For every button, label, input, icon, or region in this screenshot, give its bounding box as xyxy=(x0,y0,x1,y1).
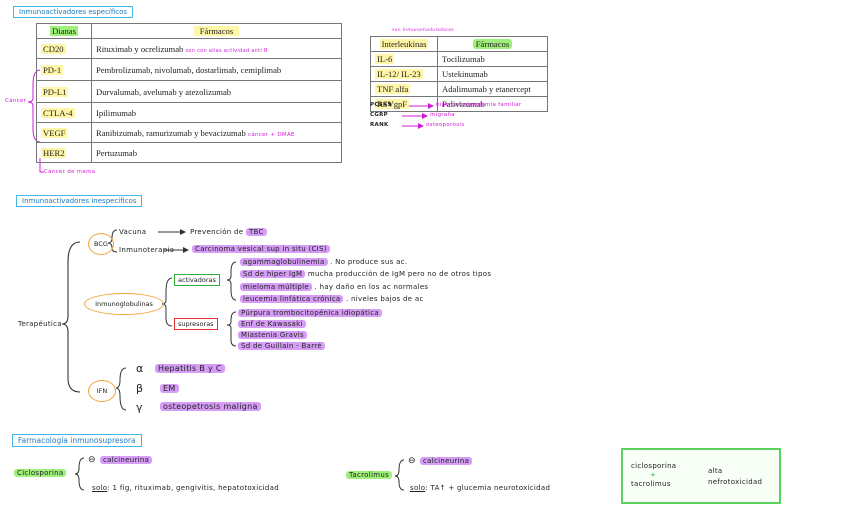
combo-top: ciclosporina xyxy=(631,462,677,470)
rank-target: osteoporosis xyxy=(426,122,465,128)
pcsk9-label: PCSK9 xyxy=(370,102,392,108)
ifn-beta-use: EM xyxy=(160,384,179,393)
bcg-vaccine: Vacuna xyxy=(119,228,147,236)
tacrolimus-target: calcineurina xyxy=(420,457,473,465)
specific-targets-table: Dianas Fármacos CD20 Rituximab y ocreliz… xyxy=(36,23,342,163)
breast-cancer-note: Cáncer de mama xyxy=(44,169,96,175)
tacrolimus-label: Tacrolimus xyxy=(346,471,393,479)
table-header: Dianas xyxy=(36,23,92,39)
therapeutic-root: Terapéutica xyxy=(18,320,62,328)
pcsk9-target: hipercolesterolemia familiar xyxy=(436,102,522,108)
cgrp-target: migraña xyxy=(430,112,455,118)
table-row: PD-1 Pembrolizumab, nivolumab, dostarlim… xyxy=(36,58,342,81)
table-row: CD20 Rituximab y ocrelizumab son con ali… xyxy=(36,38,342,59)
ifn-oval: IFN xyxy=(88,380,116,402)
immunomodulators-note: son Inmunomoduladores xyxy=(392,28,455,33)
inhibit-icon: ⊖ xyxy=(88,455,96,465)
cancer-side-note: Cáncer xyxy=(5,98,27,104)
combo-bottom: tacrolimus xyxy=(631,480,671,488)
nephrotoxicity-label: alta nefrotoxicidad xyxy=(708,467,763,486)
gamma-symbol: γ xyxy=(136,401,143,414)
nephrotoxicity-box xyxy=(621,448,781,504)
bcg-vaccine-target: Prevención de TBC xyxy=(190,228,267,236)
rank-label: RANK xyxy=(370,122,389,128)
ciclosporina-label: Ciclosporina xyxy=(14,469,67,477)
activadora-item: leucemia linfática crónica . niveles baj… xyxy=(240,295,424,303)
activadora-item: Sd de hiper IgM mucha producción de IgM … xyxy=(240,270,491,278)
immunoglobulins-oval: Inmunoglobulinas xyxy=(84,293,164,315)
ciclosporina-target: calcineurina xyxy=(100,456,153,464)
supresora-item: Sd de Guillain - Barré xyxy=(238,342,325,350)
section-title-immunosuppressive: Farmacología inmunosupresora xyxy=(12,434,142,447)
table-header: Fármacos xyxy=(91,23,342,39)
cgrp-label: CGRP xyxy=(370,112,389,118)
activadoras-box: activadoras xyxy=(174,274,220,286)
table-row: VEGF Ranibizumab, ramurizumab y bevacizu… xyxy=(36,122,342,143)
activadora-item: mieloma múltiple . hay daño en los ac no… xyxy=(240,283,428,291)
table-row: CTLA-4 Ipilimumab xyxy=(36,102,342,123)
tacrolimus-side-effects: solo: TA↑ + glucemia neurotoxicidad xyxy=(410,484,551,492)
table-header: Interleukinas xyxy=(370,36,438,52)
table-row: HER2 Pertuzumab xyxy=(36,142,342,163)
table-row: PD-L1 Durvalumab, avelumab y atezolizuma… xyxy=(36,80,342,103)
inhibit-icon: ⊖ xyxy=(408,456,416,466)
bcg-immunotherapy-target: Carcinoma vesical sup in situ (CIS) xyxy=(192,245,330,253)
beta-symbol: β xyxy=(136,382,144,395)
section-title-nonspecific: Inmunoactivadores inespecíficos xyxy=(16,195,143,207)
ifn-alpha-use: Hepatitis B y C xyxy=(155,364,225,373)
bcg-oval: BCG xyxy=(88,233,114,255)
supresora-item: Miastenia Gravis xyxy=(238,331,307,339)
section-title-specific: Inmunoactivadores específicos xyxy=(13,6,134,18)
bcg-immunotherapy: Inmunoterapia xyxy=(119,246,175,254)
supresora-item: Enf de Kawasaki xyxy=(238,320,306,328)
ciclosporina-side-effects: solo: 1 fig, rituximab, gengivitis, hepa… xyxy=(92,484,279,492)
supresoras-box: supresoras xyxy=(174,318,218,330)
supresora-item: Púrpura trombocitopénica idiopática xyxy=(238,309,382,317)
plus-icon: + xyxy=(650,471,657,479)
activadora-item: agammaglobulinemia . No produce sus ac. xyxy=(240,258,407,266)
table-header: Fármacos xyxy=(437,36,548,52)
alpha-symbol: α xyxy=(136,362,144,375)
ifn-gamma-use: osteopetrosis maligna xyxy=(160,402,261,411)
